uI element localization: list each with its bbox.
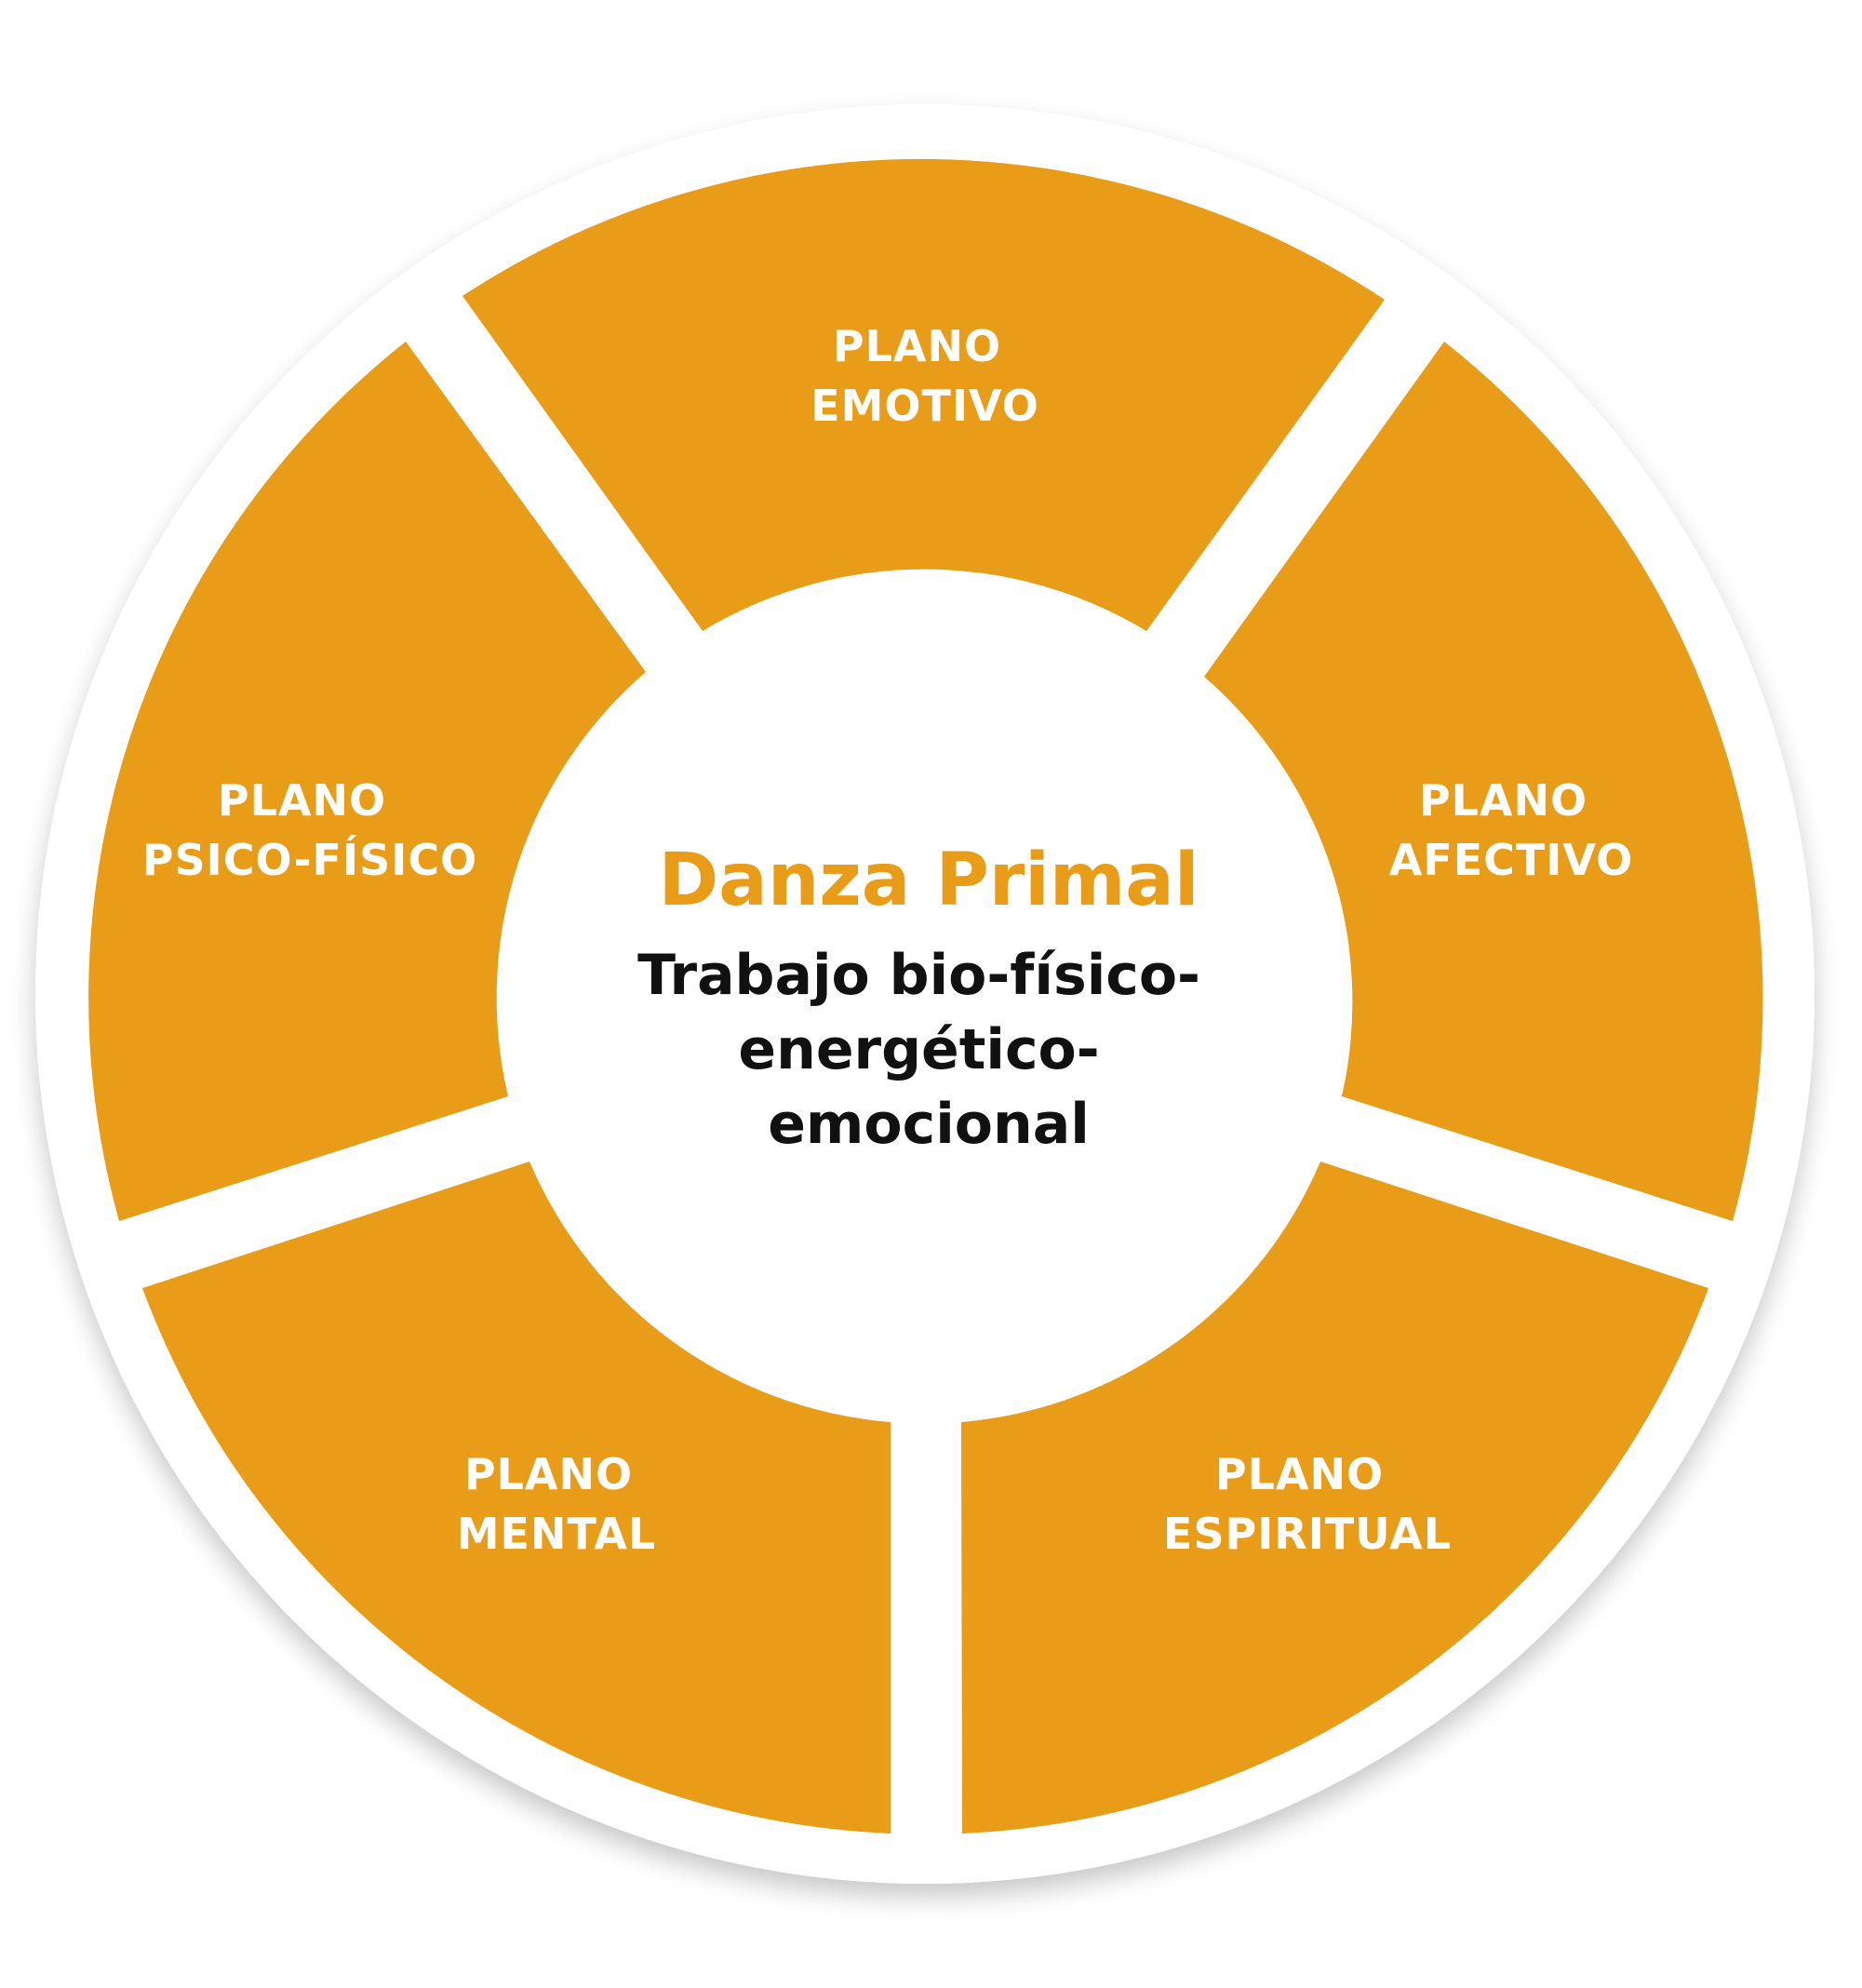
- label-plano-emotivo: PLANO EMOTIVO: [810, 321, 1039, 431]
- center-title: Danza Primal: [658, 839, 1199, 922]
- segment-plano-psico-fisico: [88, 342, 646, 1221]
- segment-plano-espiritual: [961, 1162, 1708, 1834]
- segments-layer: [88, 158, 1763, 1834]
- label-plano-espiritual: PLANO ESPIRITUAL: [1163, 1449, 1452, 1559]
- label-plano-mental: PLANO MENTAL: [457, 1449, 656, 1559]
- label-plano-psico-fisico: PLANO PSICO-FÍSICO: [142, 775, 477, 885]
- segment-plano-afectivo: [1204, 342, 1763, 1221]
- segment-plano-emotivo: [462, 158, 1385, 632]
- center-subtitle: Trabajo bio-físico- energético- emociona…: [637, 943, 1220, 1157]
- segment-plano-mental: [142, 1162, 891, 1834]
- label-plano-afectivo: PLANO AFECTIVO: [1389, 775, 1634, 885]
